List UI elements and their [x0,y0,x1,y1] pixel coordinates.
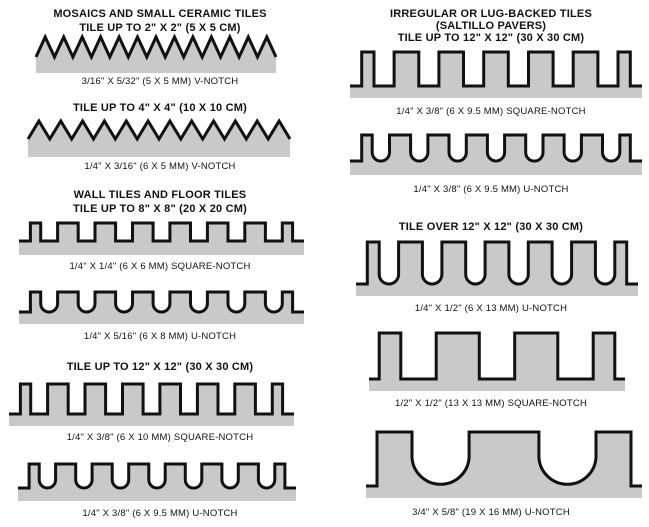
square-notch-6x9-5-edge [350,50,642,88]
caption-square-notch-6x6: 1/4" X 1/4" (6 X 6 MM) SQUARE-NOTCH [69,261,251,272]
square-notch-13x13-profile [369,331,625,391]
u-notch-6x9-5-left-profile [18,462,296,501]
u-notch-19x16-profile [366,430,642,498]
v-notch-5x5-profile [34,33,278,73]
sub-tile-4x4: TILE UP TO 4" X 4" (10 X 10 CM) [73,102,247,114]
u-notch-6x8-edge [19,290,304,314]
caption-u-notch-19x16: 3/4" X 5/8" (19 X 16 MM) U-NOTCH [412,507,570,518]
u-notch-6x9-5-right-profile [350,133,642,175]
square-notch-13x13-edge [369,331,625,381]
caption-u-notch-6x13: 1/4" X 1/2" (6 X 13 MM) U-NOTCH [414,303,568,314]
sub-tile-12x12-right: TILE UP TO 12" X 12" (30 X 30 CM) [397,32,585,44]
sub-tile-2x2: TILE UP TO 2" X 2" (5 X 5 CM) [79,22,241,34]
heading-saltillo: (SALTILLO PAVERS) [435,20,547,32]
caption-square-notch-6x10: 1/4" X 3/8" (6 X 10 MM) SQUARE-NOTCH [66,432,254,443]
square-notch-6x10-body [9,384,294,426]
u-notch-6x9-5-right-body [350,135,642,175]
u-notch-6x8-body [19,292,304,324]
u-notch-6x9-5-left-edge [18,462,296,490]
v-notch-5x5-body [36,37,276,73]
sub-tile-8x8: TILE UP TO 8" X 8" (20 X 20 CM) [73,203,247,215]
caption-square-notch-13x13: 1/2" X 1/2" (13 X 13 MM) SQUARE-NOTCH [394,398,588,409]
square-notch-6x10-profile [9,382,294,426]
u-notch-6x13-edge [356,240,638,286]
u-notch-19x16-edge [366,430,642,488]
sub-tile-12x12-left: TILE UP TO 12" X 12" (30 X 30 CM) [66,361,254,373]
caption-square-notch-6x9-5: 1/4" X 3/8" (6 X 9.5 MM) SQUARE-NOTCH [396,106,586,117]
heading-mosaics: MOSAICS AND SMALL CERAMIC TILES [53,8,267,20]
u-notch-6x13-profile [356,240,638,296]
square-notch-6x10-edge [9,382,294,416]
u-notch-6x9-5-right-edge [350,133,642,163]
heading-wall-floor: WALL TILES AND FLOOR TILES [73,189,247,201]
v-notch-5x5-edge [34,33,278,61]
u-notch-6x8-profile [19,290,304,324]
heading-irregular: IRREGULAR OR LUG-BACKED TILES [390,8,592,20]
sub-tile-over-12x12: TILE OVER 12" X 12" (30 X 30 CM) [398,221,584,233]
square-notch-13x13-body [369,333,625,391]
caption-v-notch-5x5: 3/16" X 5/32" (5 X 5 MM) V-NOTCH [81,76,239,87]
u-notch-19x16-body [366,432,642,498]
square-notch-6x6-edge [19,221,304,243]
square-notch-6x9-5-profile [350,50,642,98]
square-notch-6x6-profile [19,221,304,255]
square-notch-6x6-body [19,223,304,255]
caption-u-notch-6x9-5-right: 1/4" X 3/8" (6 X 9.5 MM) U-NOTCH [413,184,569,195]
caption-u-notch-6x9-5-left: 1/4" X 3/8" (6 X 9.5 MM) U-NOTCH [82,508,238,519]
v-notch-6x5-edge [26,118,292,142]
u-notch-6x9-5-left-body [18,464,296,501]
caption-u-notch-6x8: 1/4" X 5/16" (6 X 8 MM) U-NOTCH [83,331,237,342]
caption-v-notch-6x5: 1/4" X 3/16" (6 X 5 MM) V-NOTCH [84,161,236,172]
v-notch-6x5-profile [26,118,292,157]
